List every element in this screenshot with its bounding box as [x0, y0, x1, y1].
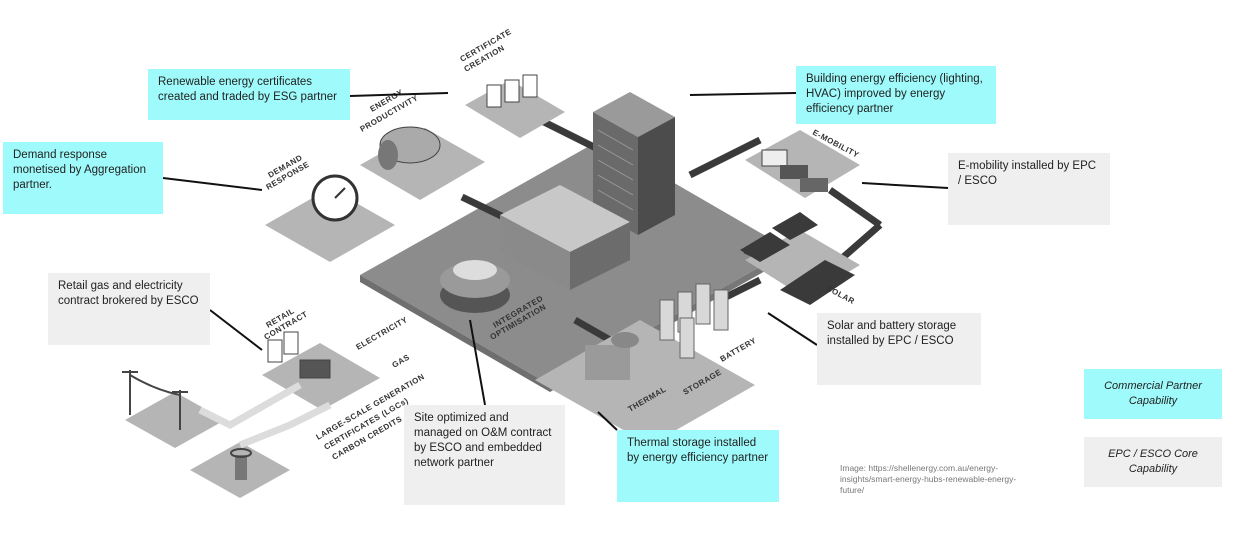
callout-emobility: E-mobility installed by EPC / ESCO: [948, 153, 1110, 225]
callout-text: Retail gas and electricity contract brok…: [58, 280, 199, 307]
thermal-unit: [585, 332, 639, 380]
label-battery: BATTERY: [719, 336, 759, 364]
callout-text: Site optimized and managed on O&M contra…: [414, 412, 552, 469]
legend-epc-esco: EPC / ESCO Core Capability: [1084, 437, 1222, 487]
certificate-boards: [486, 74, 538, 108]
battery-units: [659, 283, 729, 359]
legend-text: Commercial Partner Capability: [1104, 380, 1202, 407]
demand-response-dial: [311, 174, 359, 222]
office-building: [593, 92, 675, 235]
callout-text: Renewable energy certificates created an…: [158, 76, 337, 103]
callout-solar-battery: Solar and battery storage installed by E…: [817, 313, 981, 385]
label-gas: GAS: [391, 352, 412, 369]
solar-panels: [740, 212, 855, 305]
boiler-machine: [378, 126, 441, 170]
callout-text: Solar and battery storage installed by E…: [827, 320, 957, 347]
callout-renewable-certificates: Renewable energy certificates created an…: [148, 69, 350, 120]
ev-vehicles: [761, 149, 828, 192]
label-solar: SOLAR: [825, 284, 856, 306]
label-electricity: ELECTRICITY: [355, 315, 410, 352]
image-credit: Image: https://shellenergy.com.au/energy…: [840, 463, 1017, 495]
callout-text: Thermal storage installed by energy effi…: [627, 437, 769, 464]
gas-valve: [230, 448, 252, 480]
callout-site-optimized: Site optimized and managed on O&M contra…: [404, 405, 565, 505]
callout-text: Demand response monetised by Aggregation…: [13, 149, 146, 191]
utility-lines: [198, 381, 332, 449]
operations-centre: [440, 260, 510, 313]
legend-commercial-partner: Commercial Partner Capability: [1084, 369, 1222, 419]
callout-retail-contract: Retail gas and electricity contract brok…: [48, 273, 210, 345]
retail-screens: [267, 331, 331, 379]
callout-text: Building energy efficiency (lighting, HV…: [806, 73, 983, 115]
callout-leaders: [162, 92, 949, 431]
callout-building-efficiency: Building energy efficiency (lighting, HV…: [796, 66, 996, 124]
callout-thermal-storage: Thermal storage installed by energy effi…: [617, 430, 779, 502]
callout-demand-response: Demand response monetised by Aggregation…: [3, 142, 163, 214]
power-pole: [122, 370, 188, 430]
callout-text: E-mobility installed by EPC / ESCO: [958, 160, 1097, 187]
central-facility: [500, 185, 630, 290]
legend-text: EPC / ESCO Core Capability: [1108, 448, 1198, 475]
